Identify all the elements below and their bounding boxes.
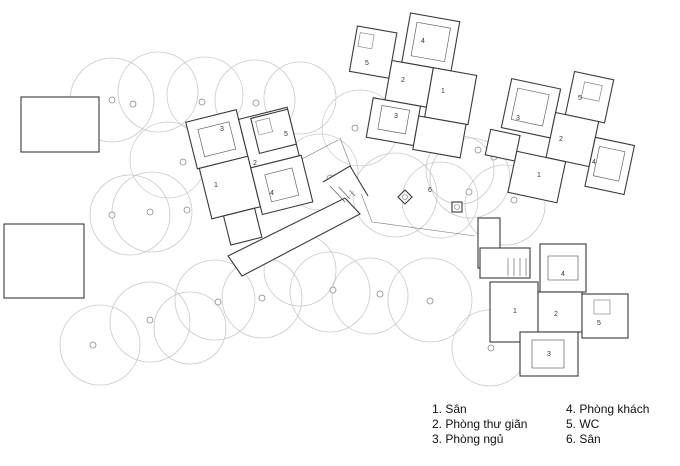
cluster-b-labels: 4 5 2 1 3 — [365, 38, 445, 120]
room-label-3: 3 — [516, 115, 520, 122]
room-label-5: 5 — [284, 131, 288, 138]
room-label-2: 2 — [253, 160, 257, 167]
legend-item-6: 6. Sân — [566, 432, 601, 446]
neighbour-buildings — [3, 96, 100, 299]
legend-item-3: 3. Phòng ngủ — [432, 432, 504, 446]
room-label-4: 4 — [561, 271, 565, 278]
room-label-4: 4 — [592, 159, 596, 166]
room-label-5: 5 — [597, 320, 601, 327]
legend-item-5: 5. WC — [566, 417, 600, 431]
room-label-2: 2 — [559, 136, 563, 143]
cluster-d-labels: 4 1 2 5 3 — [513, 271, 601, 358]
room-label-2: 2 — [401, 77, 405, 84]
room-label-3: 3 — [220, 126, 224, 133]
central-terrace — [227, 137, 476, 277]
cluster-a — [185, 106, 314, 246]
legend-item-1: 1. Sân — [432, 402, 467, 416]
legend: 1. Sân 2. Phòng thư giãn 3. Phòng ngủ 4.… — [432, 402, 672, 462]
room-label-1: 1 — [214, 182, 218, 189]
tree-trunks — [89, 96, 518, 352]
room-label-5: 5 — [578, 95, 582, 102]
room-label-4: 4 — [270, 190, 274, 197]
cluster-c-labels: 3 5 2 4 1 — [516, 95, 596, 179]
room-label-4: 4 — [421, 38, 425, 45]
room-label-3: 3 — [547, 351, 551, 358]
cluster-b — [348, 12, 478, 159]
legend-item-4: 4. Phòng khách — [566, 402, 650, 416]
room-label-1: 1 — [537, 172, 541, 179]
room-label-3: 3 — [394, 113, 398, 120]
cluster-a-labels: 3 2 5 1 4 — [214, 126, 288, 197]
room-label-1: 1 — [513, 308, 517, 315]
cluster-d — [477, 217, 629, 377]
courtyard-markers — [397, 189, 463, 213]
room-label-1: 1 — [441, 88, 445, 95]
room-label-6: 6 — [428, 187, 432, 194]
cluster-c — [484, 70, 636, 204]
room-label-5: 5 — [365, 60, 369, 67]
room-label-2: 2 — [554, 311, 558, 318]
legend-item-2: 2. Phòng thư giãn — [432, 417, 528, 431]
